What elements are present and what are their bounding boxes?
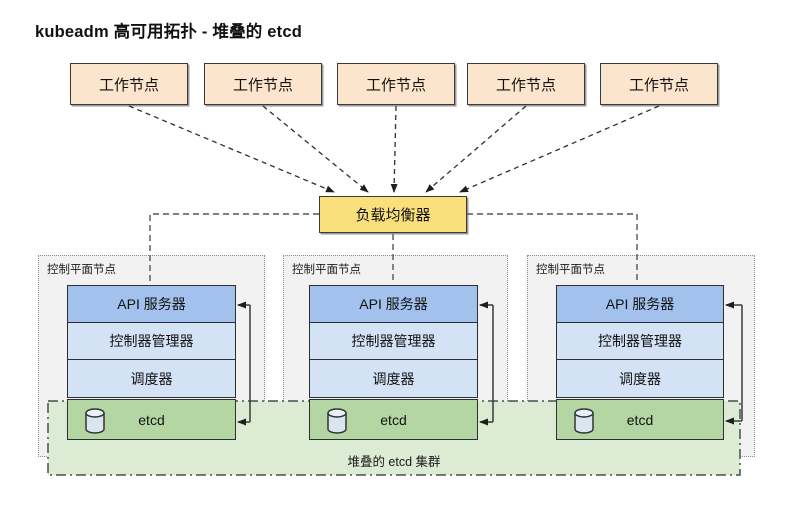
controller-manager-box: 控制器管理器 [309, 321, 478, 361]
worker-node-box: 工作节点 [467, 63, 585, 105]
worker-node-box: 工作节点 [70, 63, 188, 105]
worker-node-box: 工作节点 [337, 63, 455, 105]
scheduler-box: 调度器 [67, 359, 236, 399]
worker-node-box: 工作节点 [600, 63, 718, 105]
api-server-box: API 服务器 [309, 285, 478, 323]
control-plane-stack: API 服务器 控制器管理器 调度器 etcd [309, 285, 478, 441]
control-plane-stack: API 服务器 控制器管理器 调度器 etcd [67, 285, 236, 441]
etcd-box: etcd [556, 399, 724, 441]
scheduler-box: 调度器 [556, 359, 724, 399]
etcd-label: etcd [380, 411, 407, 428]
load-balancer-box: 负载均衡器 [319, 196, 467, 233]
worker-to-lb-arrows [128, 105, 660, 193]
controller-manager-box: 控制器管理器 [556, 321, 724, 361]
database-cylinder-icon [574, 408, 594, 434]
etcd-label: etcd [626, 411, 654, 428]
database-cylinder-icon [85, 408, 105, 434]
control-plane-label: 控制平面节点 [536, 264, 605, 276]
etcd-box: etcd [309, 399, 478, 441]
api-server-box: API 服务器 [556, 285, 724, 323]
etcd-cluster-label: 堆叠的 etcd 集群 [347, 455, 441, 469]
database-cylinder-icon [327, 408, 347, 434]
api-server-box: API 服务器 [67, 285, 236, 323]
control-plane-label: 控制平面节点 [47, 264, 116, 276]
etcd-box: etcd [67, 399, 236, 441]
controller-manager-box: 控制器管理器 [67, 321, 236, 361]
control-plane-stack: API 服务器 控制器管理器 调度器 etcd [556, 285, 724, 441]
worker-node-box: 工作节点 [204, 63, 322, 105]
control-plane-label: 控制平面节点 [292, 264, 361, 276]
diagram-title: kubeadm 高可用拓扑 - 堆叠的 etcd [35, 23, 302, 41]
scheduler-box: 调度器 [309, 359, 478, 399]
etcd-label: etcd [138, 411, 165, 428]
